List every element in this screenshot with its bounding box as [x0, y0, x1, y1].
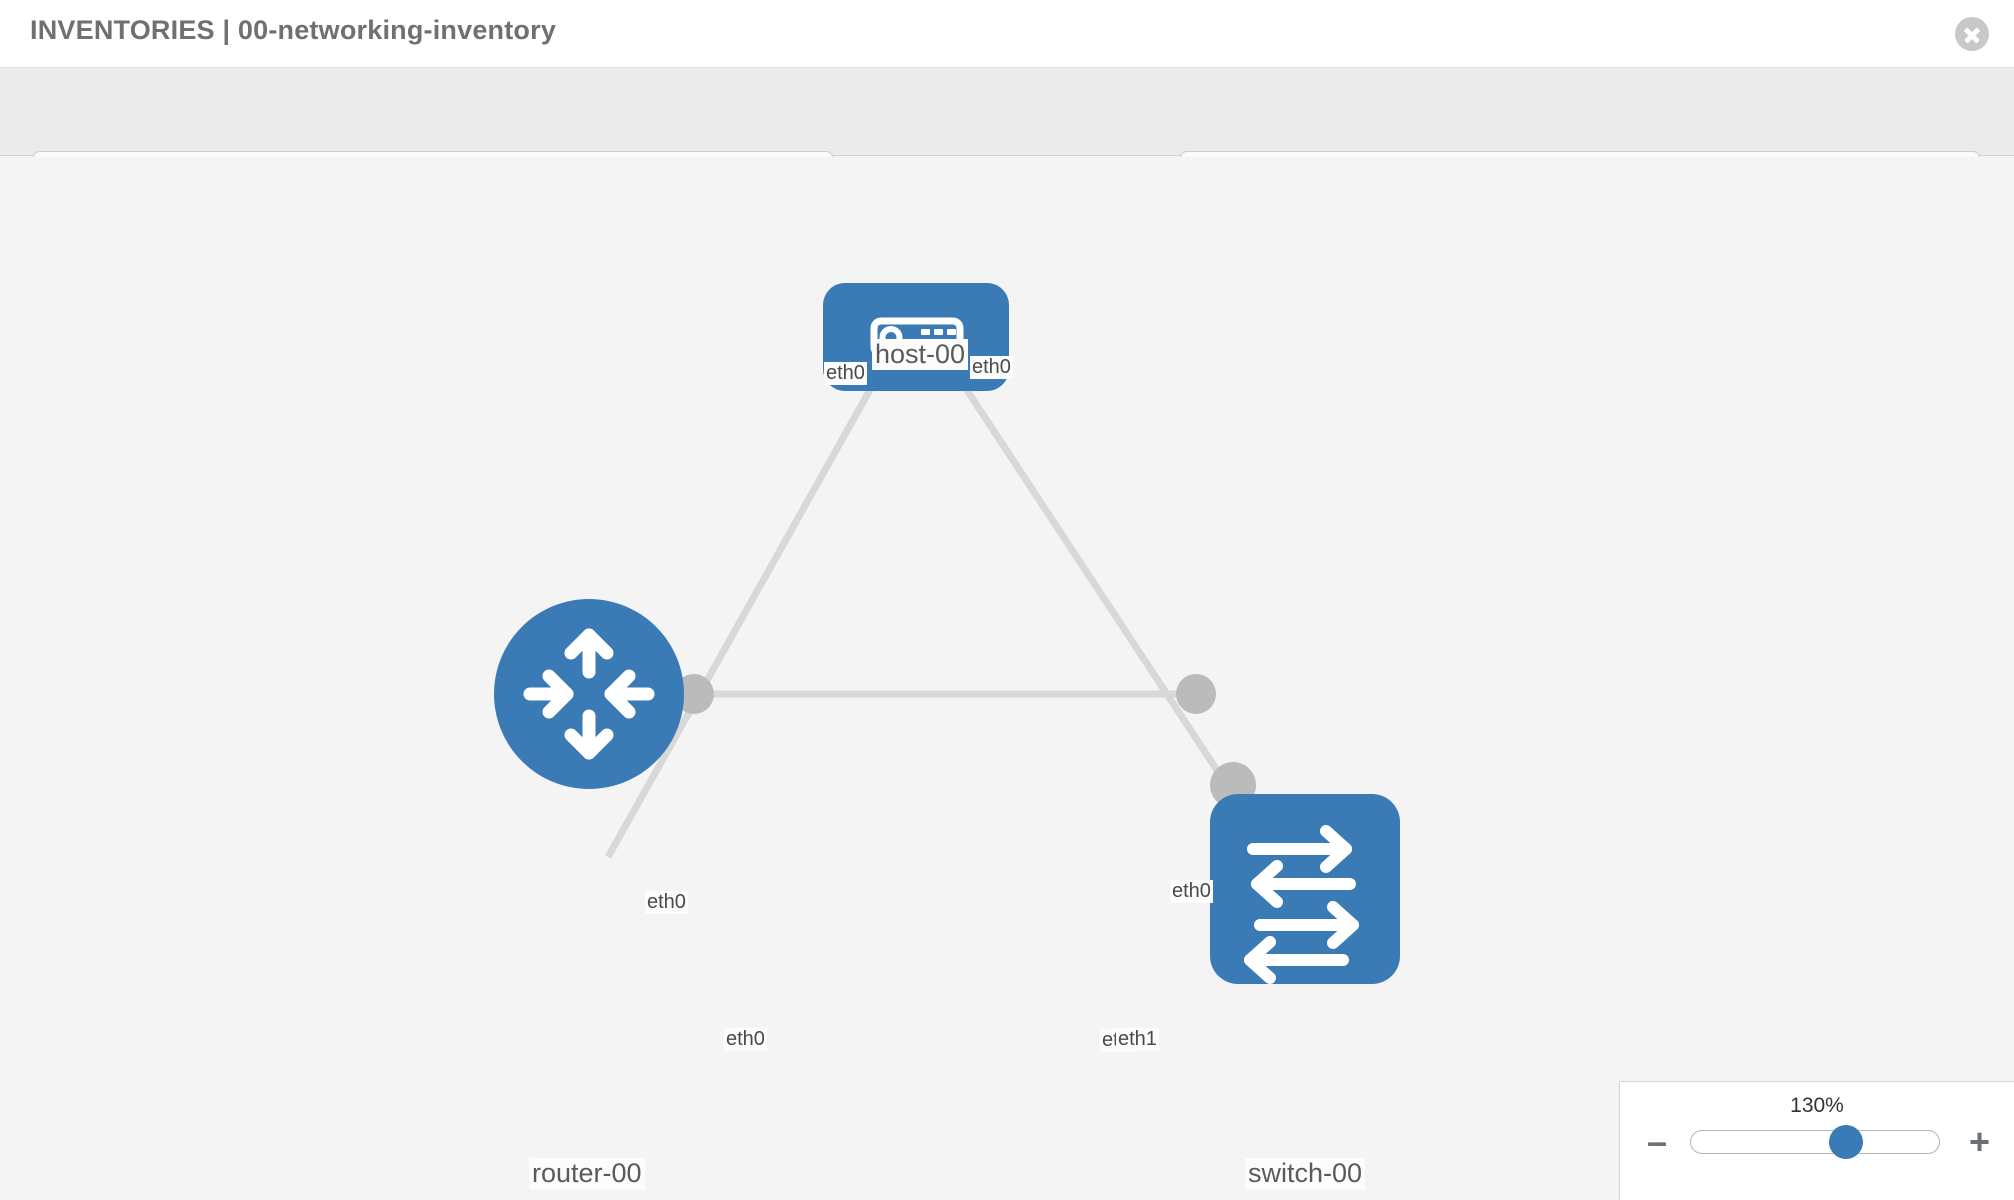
zoom-control-panel: 130% – +	[1619, 1081, 2014, 1200]
switch-arrows-icon	[1244, 825, 1359, 984]
port-label-host-right: eth0	[970, 356, 1013, 379]
topology-ports	[674, 340, 1256, 808]
zoom-out-button[interactable]: –	[1647, 1121, 1668, 1162]
link-host-switch	[952, 370, 1231, 789]
node-label-host-00: host-00	[872, 339, 969, 370]
page-title: INVENTORIES | 00-networking-inventory	[30, 15, 557, 45]
port-label-router-to-host: eth0	[645, 891, 688, 914]
node-label-switch-00: switch-00	[1245, 1158, 1366, 1189]
node-router-body	[494, 599, 684, 789]
port-label-switch-left: eth1	[1116, 1028, 1159, 1051]
node-switch-00	[1210, 794, 1400, 984]
port-label-switch-to-host: eth0	[1170, 880, 1213, 903]
router-arrows-icon	[523, 628, 655, 760]
port-label-router-right: eth0	[724, 1028, 767, 1051]
port-router-right	[674, 674, 714, 714]
zoom-slider-track[interactable]	[1690, 1125, 1940, 1159]
zoom-in-button[interactable]: +	[1968, 1121, 1990, 1162]
link-host-router	[604, 370, 884, 859]
port-label-host-left: eth0	[824, 362, 867, 385]
topology-canvas[interactable]: host-00 router-00 switch-00 eth0 eth0 et…	[0, 157, 2014, 1200]
topology-links	[604, 370, 1231, 859]
toolbar: ACTIONS SEARCH	[0, 68, 2014, 199]
zoom-level-value: 130%	[1790, 1094, 1844, 1117]
close-icon[interactable]	[1955, 17, 1989, 51]
node-label-router-00: router-00	[529, 1158, 645, 1189]
node-router-00	[494, 599, 684, 789]
page-header: INVENTORIES | 00-networking-inventory	[0, 0, 2014, 68]
port-switch-left	[1176, 674, 1216, 714]
zoom-slider-thumb[interactable]	[1829, 1125, 1863, 1159]
topology-graph	[494, 283, 1400, 984]
